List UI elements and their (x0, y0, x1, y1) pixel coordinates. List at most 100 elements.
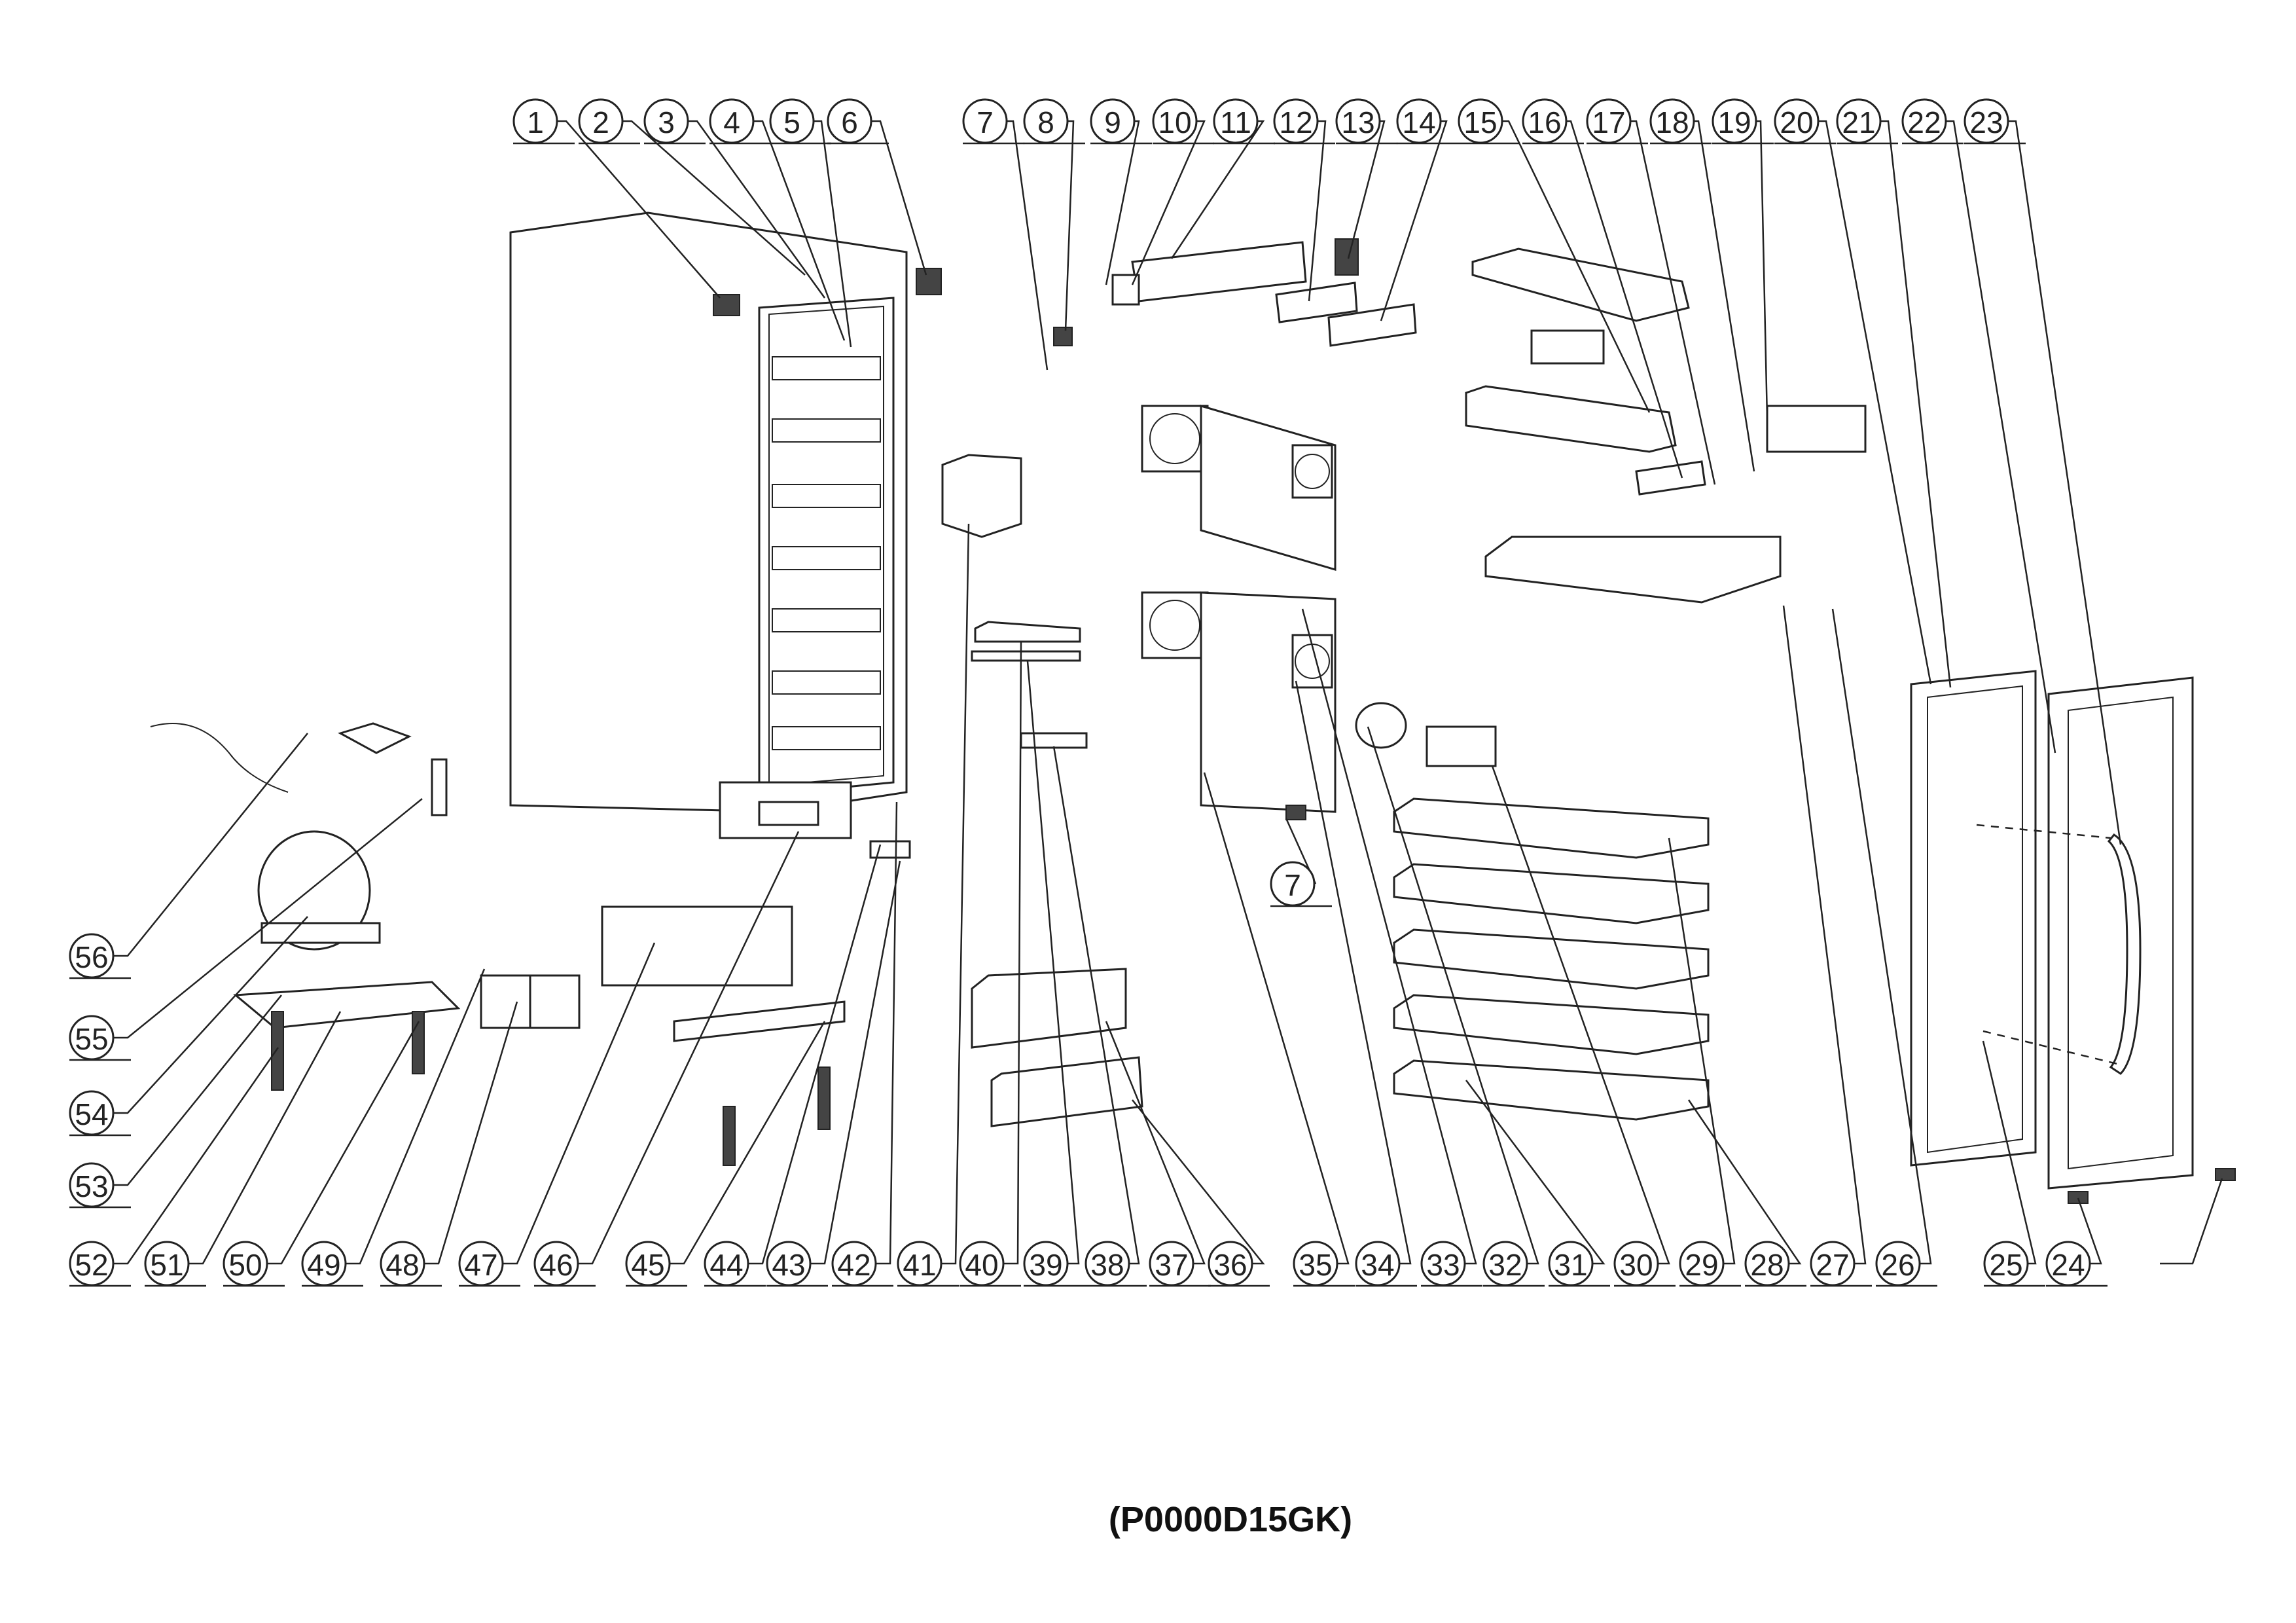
callout-33: 33 (1420, 1241, 1482, 1287)
callout-30: 30 (1613, 1241, 1676, 1287)
callout-28: 28 (1744, 1241, 1806, 1287)
callout-2: 2 (578, 98, 640, 145)
svg-text:22: 22 (1907, 105, 1941, 139)
svg-text:23: 23 (1969, 105, 2003, 139)
callout-25: 25 (1983, 1241, 2045, 1287)
compressor-assembly (150, 722, 911, 1166)
callout-55: 55 (69, 1015, 131, 1061)
svg-text:29: 29 (1685, 1248, 1718, 1282)
svg-text:4: 4 (723, 105, 740, 139)
svg-text:6: 6 (841, 105, 858, 139)
svg-text:47: 47 (464, 1248, 497, 1282)
callout-49: 49 (301, 1241, 363, 1287)
callout-51: 51 (144, 1241, 206, 1287)
svg-text:13: 13 (1341, 105, 1374, 139)
callout-32: 32 (1482, 1241, 1545, 1287)
callout-37: 37 (1149, 1241, 1211, 1287)
callout-38: 38 (1085, 1241, 1147, 1287)
svg-text:50: 50 (228, 1248, 262, 1282)
callout-8: 8 (1023, 98, 1085, 145)
callout-50: 50 (223, 1241, 285, 1287)
callout-36: 36 (1208, 1241, 1270, 1287)
svg-text:54: 54 (75, 1097, 108, 1131)
svg-text:53: 53 (75, 1169, 108, 1203)
callout-24: 24 (2045, 1241, 2108, 1287)
svg-text:26: 26 (1881, 1248, 1914, 1282)
svg-text:20: 20 (1780, 105, 1813, 139)
callout-35: 35 (1293, 1241, 1355, 1287)
svg-text:7: 7 (1284, 868, 1301, 902)
svg-text:45: 45 (631, 1248, 664, 1282)
svg-text:1: 1 (527, 105, 544, 139)
callout-44: 44 (704, 1241, 766, 1287)
callout-23: 23 (1964, 98, 2026, 145)
callout-13: 13 (1335, 98, 1397, 145)
callout-14: 14 (1396, 98, 1458, 145)
svg-text:43: 43 (772, 1248, 805, 1282)
callout-7: 7 (1270, 861, 1332, 907)
svg-text:38: 38 (1090, 1248, 1124, 1282)
callout-10: 10 (1152, 98, 1214, 145)
svg-text:8: 8 (1037, 105, 1054, 139)
callout-47: 47 (458, 1241, 520, 1287)
svg-text:11: 11 (1220, 105, 1251, 139)
callout-19: 19 (1712, 98, 1774, 145)
callout-12: 12 (1273, 98, 1335, 145)
svg-text:15: 15 (1463, 105, 1497, 139)
svg-text:5: 5 (783, 105, 800, 139)
callout-4: 4 (709, 98, 771, 145)
callout-11: 11 (1213, 98, 1275, 145)
cabinet-body (509, 211, 942, 839)
svg-text:24: 24 (2051, 1248, 2085, 1282)
svg-text:17: 17 (1592, 105, 1625, 139)
svg-text:28: 28 (1750, 1248, 1784, 1282)
svg-text:3: 3 (658, 105, 675, 139)
callout-41: 41 (897, 1241, 959, 1287)
svg-text:27: 27 (1816, 1248, 1849, 1282)
control-panel (1053, 238, 1417, 347)
svg-text:10: 10 (1158, 105, 1191, 139)
callout-45: 45 (625, 1241, 687, 1287)
callout-17: 17 (1586, 98, 1648, 145)
svg-text:19: 19 (1717, 105, 1751, 139)
svg-text:16: 16 (1528, 105, 1561, 139)
callout-43: 43 (766, 1241, 828, 1287)
callout-54: 54 (69, 1090, 131, 1137)
callout-1: 1 (512, 98, 575, 145)
svg-text:31: 31 (1554, 1248, 1587, 1282)
model-code-caption: (P0000D15GK) (1108, 1500, 1353, 1539)
callout-27: 27 (1810, 1241, 1872, 1287)
svg-text:9: 9 (1104, 105, 1121, 139)
callout-18: 18 (1649, 98, 1712, 145)
svg-text:33: 33 (1426, 1248, 1460, 1282)
door-assembly (1910, 670, 2236, 1204)
svg-text:48: 48 (386, 1248, 419, 1282)
svg-text:42: 42 (837, 1248, 870, 1282)
svg-text:49: 49 (307, 1248, 340, 1282)
svg-text:7: 7 (977, 105, 994, 139)
callout-20: 20 (1774, 98, 1836, 145)
svg-text:56: 56 (75, 940, 108, 974)
callout-5: 5 (769, 98, 831, 145)
fan-assemblies (1141, 404, 1407, 820)
svg-text:36: 36 (1213, 1248, 1247, 1282)
svg-text:52: 52 (75, 1248, 108, 1282)
callout-42: 42 (831, 1241, 893, 1287)
parts-drawing (150, 211, 2236, 1204)
svg-text:37: 37 (1155, 1248, 1188, 1282)
duct-parts (941, 454, 1143, 1127)
svg-text:44: 44 (709, 1248, 743, 1282)
svg-text:34: 34 (1361, 1248, 1394, 1282)
svg-text:25: 25 (1989, 1248, 2022, 1282)
svg-text:40: 40 (965, 1248, 998, 1282)
callout-15: 15 (1458, 98, 1520, 145)
svg-text:32: 32 (1488, 1248, 1522, 1282)
extra-callout: 7 (1270, 861, 1332, 907)
svg-text:39: 39 (1029, 1248, 1062, 1282)
svg-text:12: 12 (1279, 105, 1312, 139)
top-housing (1465, 247, 1867, 604)
callout-56: 56 (69, 933, 131, 979)
